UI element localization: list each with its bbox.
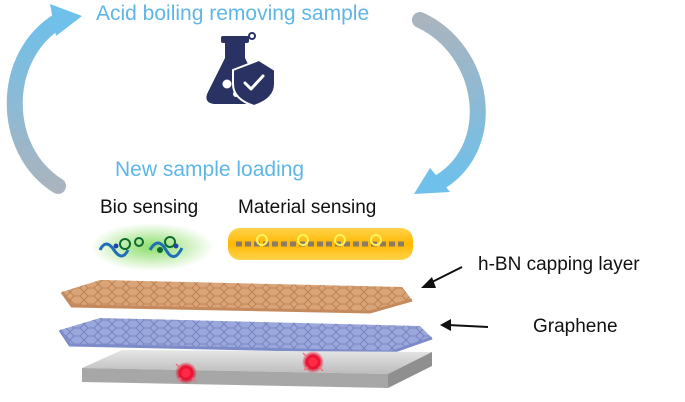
cycle-bottom-label: New sample loading: [115, 158, 305, 181]
hbn-label: h-BN capping layer: [478, 254, 640, 275]
defect-emitter: [175, 362, 197, 384]
material-sensing-label: Material sensing: [238, 197, 377, 218]
defect-emitter: [302, 351, 324, 373]
graphene-pointer-arrow: [440, 319, 489, 331]
cycle-top-label: Acid boiling removing sample: [96, 2, 370, 25]
substrate: [82, 350, 432, 388]
graphene-layer: [58, 318, 433, 354]
material-sensing-chain: [228, 228, 413, 260]
flask-shield-check-icon: [206, 32, 276, 108]
cycle-arrow-right: [412, 12, 486, 194]
bio-sensing-label: Bio sensing: [100, 197, 199, 218]
hbn-capping-layer: [60, 280, 413, 314]
cycle-arrow-left: [6, 4, 82, 194]
graphene-label: Graphene: [533, 316, 618, 337]
bio-sensing-molecules: [90, 223, 214, 271]
hbn-pointer-arrow: [421, 266, 463, 288]
